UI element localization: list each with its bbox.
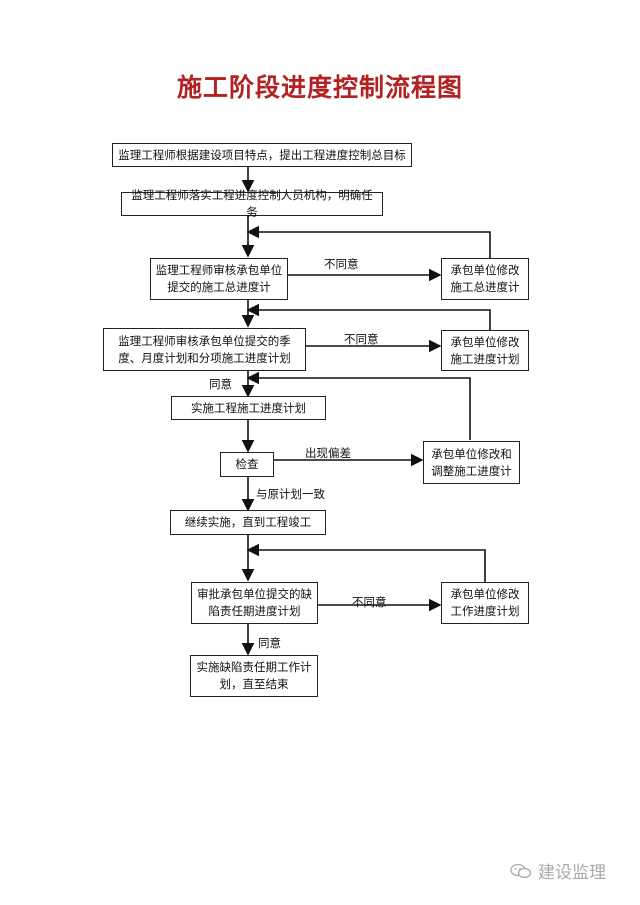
step-implement-schedule-text: 实施工程施工进度计划 (191, 400, 306, 415)
step-inspect: 检查 (220, 452, 274, 477)
step-assign-staff: 监理工程师落实工程进度控制人员机构，明确任务 (121, 188, 383, 219)
step-revise-work-plan: 承包单位修改工作进度计划 (441, 582, 529, 624)
step-revise-master-schedule-text: 承包单位修改施工总进度计 (450, 263, 520, 294)
step-adjust-schedule: 承包单位修改和调整施工进度计 (423, 441, 520, 484)
step-set-target-text: 监理工程师根据建设项目特点，提出工程进度控制总目标 (118, 147, 406, 162)
step-continue-to-completion-text: 继续实施，直到工程竣工 (184, 515, 312, 529)
step-implement-schedule: 实施工程施工进度计划 (171, 396, 326, 420)
step-adjust-schedule-text: 承包单位修改和调整施工进度计 (431, 446, 512, 478)
page-title: 施工阶段进度控制流程图 (176, 73, 463, 102)
step-implement-defect-plan-text: 实施缺陷责任期工作计划，直至结束 (196, 660, 312, 691)
step-review-periodic-plans: 监理工程师审核承包单位提交的季度、月度计划和分项施工进度计划 (103, 328, 306, 371)
step-review-periodic-plans-text: 监理工程师审核承包单位提交的季度、月度计划和分项施工进度计划 (118, 333, 291, 365)
step-assign-staff-text: 监理工程师落实工程进度控制人员机构，明确任务 (131, 188, 373, 219)
step-revise-schedule-text: 承包单位修改施工进度计划 (450, 334, 520, 366)
step-set-target: 监理工程师根据建设项目特点，提出工程进度控制总目标 (112, 143, 412, 167)
watermark: 建设监理 (510, 858, 606, 883)
wechat-icon (510, 863, 532, 878)
step-revise-master-schedule: 承包单位修改施工总进度计 (441, 258, 529, 300)
label-consistent: 与原计划一致 (256, 487, 325, 501)
step-inspect-text: 检查 (235, 457, 259, 471)
watermark-text: 建设监理 (538, 863, 606, 883)
label-disagree-2: 不同意 (344, 332, 379, 346)
step-approve-defect-plan-text: 审批承包单位提交的缺陷责任期进度计划 (197, 587, 312, 618)
step-continue-to-completion: 继续实施，直到工程竣工 (170, 510, 326, 535)
label-disagree-3: 不同意 (352, 595, 387, 609)
label-disagree-1: 不同意 (324, 257, 359, 271)
label-agree-2: 同意 (258, 636, 281, 650)
label-deviation: 出现偏差 (305, 446, 351, 460)
step-review-master-schedule-text: 监理工程师审核承包单位提交的施工总进度计 (155, 263, 283, 294)
step-review-master-schedule: 监理工程师审核承包单位提交的施工总进度计 (150, 258, 288, 300)
step-revise-work-plan-text: 承包单位修改工作进度计划 (450, 587, 520, 618)
step-revise-schedule: 承包单位修改施工进度计划 (441, 330, 529, 371)
step-implement-defect-plan: 实施缺陷责任期工作计划，直至结束 (190, 655, 318, 697)
label-agree-1: 同意 (209, 377, 232, 391)
step-approve-defect-plan: 审批承包单位提交的缺陷责任期进度计划 (191, 582, 318, 624)
